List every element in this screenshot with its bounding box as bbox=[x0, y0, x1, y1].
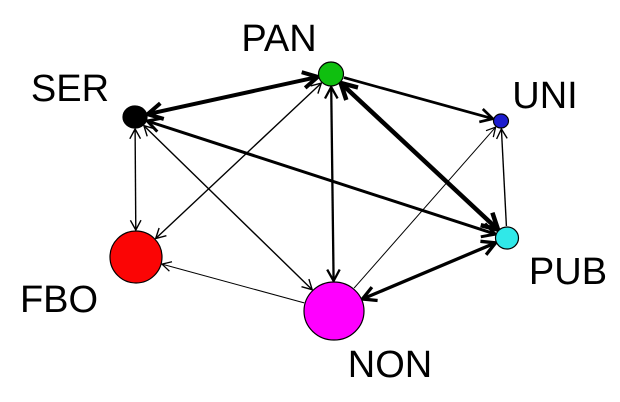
edge-line-PAN-PUB bbox=[339, 81, 500, 232]
edge-NON-UNI bbox=[353, 126, 497, 289]
arrowhead-into-NON bbox=[359, 286, 378, 303]
arrowhead-into-NON bbox=[326, 268, 341, 284]
node-label-PUB: PUB bbox=[529, 251, 607, 293]
arrowhead-into-UNI bbox=[485, 126, 497, 138]
edge-PAN-UNI bbox=[343, 76, 496, 124]
arrowhead-into-FBO bbox=[160, 261, 173, 272]
arrowhead-into-FBO bbox=[154, 227, 167, 240]
node-FBO bbox=[109, 230, 163, 284]
arrowhead-into-UNI bbox=[495, 127, 508, 140]
edge-NON-PUB bbox=[359, 239, 499, 303]
edge-line-PAN-NON bbox=[330, 86, 335, 282]
edge-NON-FBO bbox=[160, 261, 305, 304]
edge-FBO-PAN bbox=[154, 82, 323, 240]
edge-line-SER-FBO bbox=[134, 128, 137, 231]
node-label-SER: SER bbox=[31, 68, 109, 110]
arrowhead-into-PAN bbox=[301, 70, 322, 90]
edge-line-PUB-UNI bbox=[500, 128, 508, 227]
node-NON bbox=[303, 281, 365, 341]
node-PUB bbox=[494, 226, 520, 250]
arrowhead-into-PAN bbox=[337, 79, 359, 101]
arrowhead-into-PAN bbox=[310, 82, 323, 94]
edge-line-NON-PUB bbox=[361, 241, 497, 301]
arrowhead-into-FBO bbox=[129, 219, 142, 232]
edge-line-SER-PAN bbox=[147, 74, 319, 117]
edge-line-SER-NON bbox=[143, 125, 313, 291]
edge-line-NON-FBO bbox=[161, 263, 305, 304]
arrowhead-into-SER bbox=[143, 101, 165, 121]
node-PAN bbox=[317, 61, 345, 87]
arrowhead-into-SER bbox=[129, 127, 142, 140]
edge-PUB-UNI bbox=[495, 127, 508, 227]
edge-line-PAN-UNI bbox=[343, 76, 494, 121]
arrowhead-into-PUB bbox=[480, 239, 499, 256]
arrowhead-into-UNI bbox=[478, 108, 496, 124]
edge-PAN-PUB bbox=[337, 79, 502, 233]
arrowhead-into-PUB bbox=[480, 211, 502, 233]
arrowhead-into-PAN bbox=[323, 84, 339, 100]
arrowhead-into-NON bbox=[301, 278, 314, 291]
edge-line-FBO-PAN bbox=[155, 82, 322, 240]
arrowhead-into-SER bbox=[142, 124, 155, 137]
arrowhead-into-SER bbox=[144, 116, 162, 133]
node-label-UNI: UNI bbox=[512, 75, 577, 117]
edge-line-NON-UNI bbox=[353, 126, 496, 289]
edge-SER-FBO bbox=[129, 127, 142, 232]
edge-SER-NON bbox=[142, 124, 314, 291]
edge-line-SER-PUB bbox=[146, 119, 496, 236]
node-UNI bbox=[492, 113, 510, 129]
node-label-NON: NON bbox=[348, 344, 432, 386]
edge-PAN-NON bbox=[323, 84, 341, 284]
node-label-FBO: FBO bbox=[20, 279, 98, 321]
node-label-PAN: PAN bbox=[241, 18, 316, 60]
edge-SER-PAN bbox=[143, 70, 322, 121]
node-SER bbox=[122, 105, 148, 129]
